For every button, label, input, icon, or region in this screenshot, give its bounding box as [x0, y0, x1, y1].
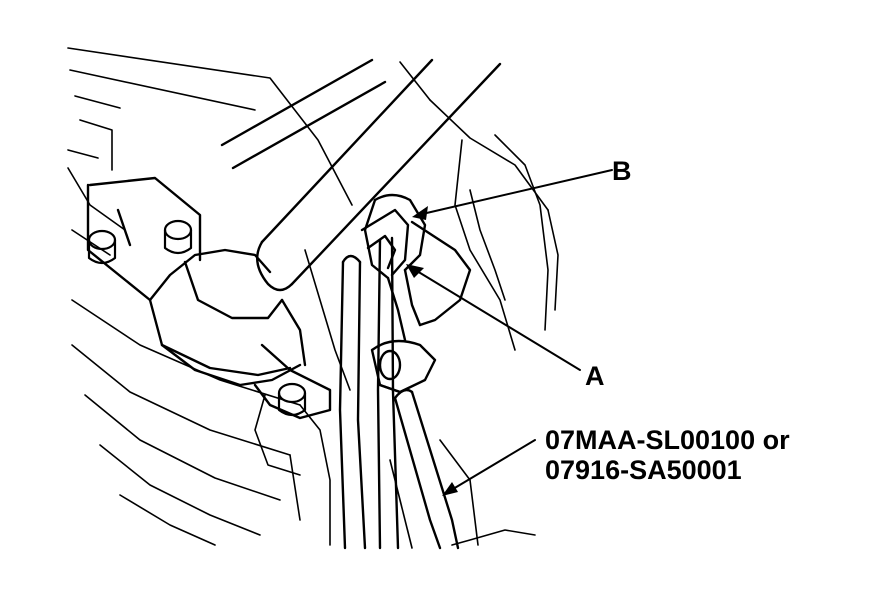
arrowhead-a: [406, 264, 424, 278]
bracket-bolt: [87, 219, 307, 417]
tool-part-numbers: 07MAA-SL00100 or 07916-SA50001: [545, 425, 790, 485]
arrowhead-tool: [442, 482, 458, 496]
leader-line-b: [417, 169, 613, 216]
leader-line-tool: [447, 439, 536, 493]
callout-label-a: A: [585, 361, 605, 391]
tool-part-number-line-1: 07MAA-SL00100 or: [545, 425, 790, 455]
leader-line-a: [411, 267, 581, 371]
tool-part-number-line-2: 07916-SA50001: [545, 455, 742, 485]
callout-label-b: B: [612, 156, 632, 186]
stabilizer-bar: [220, 58, 502, 292]
tool-wrench: [338, 208, 460, 550]
arrowhead-b: [412, 206, 428, 220]
bushing-bracket: [86, 176, 332, 420]
